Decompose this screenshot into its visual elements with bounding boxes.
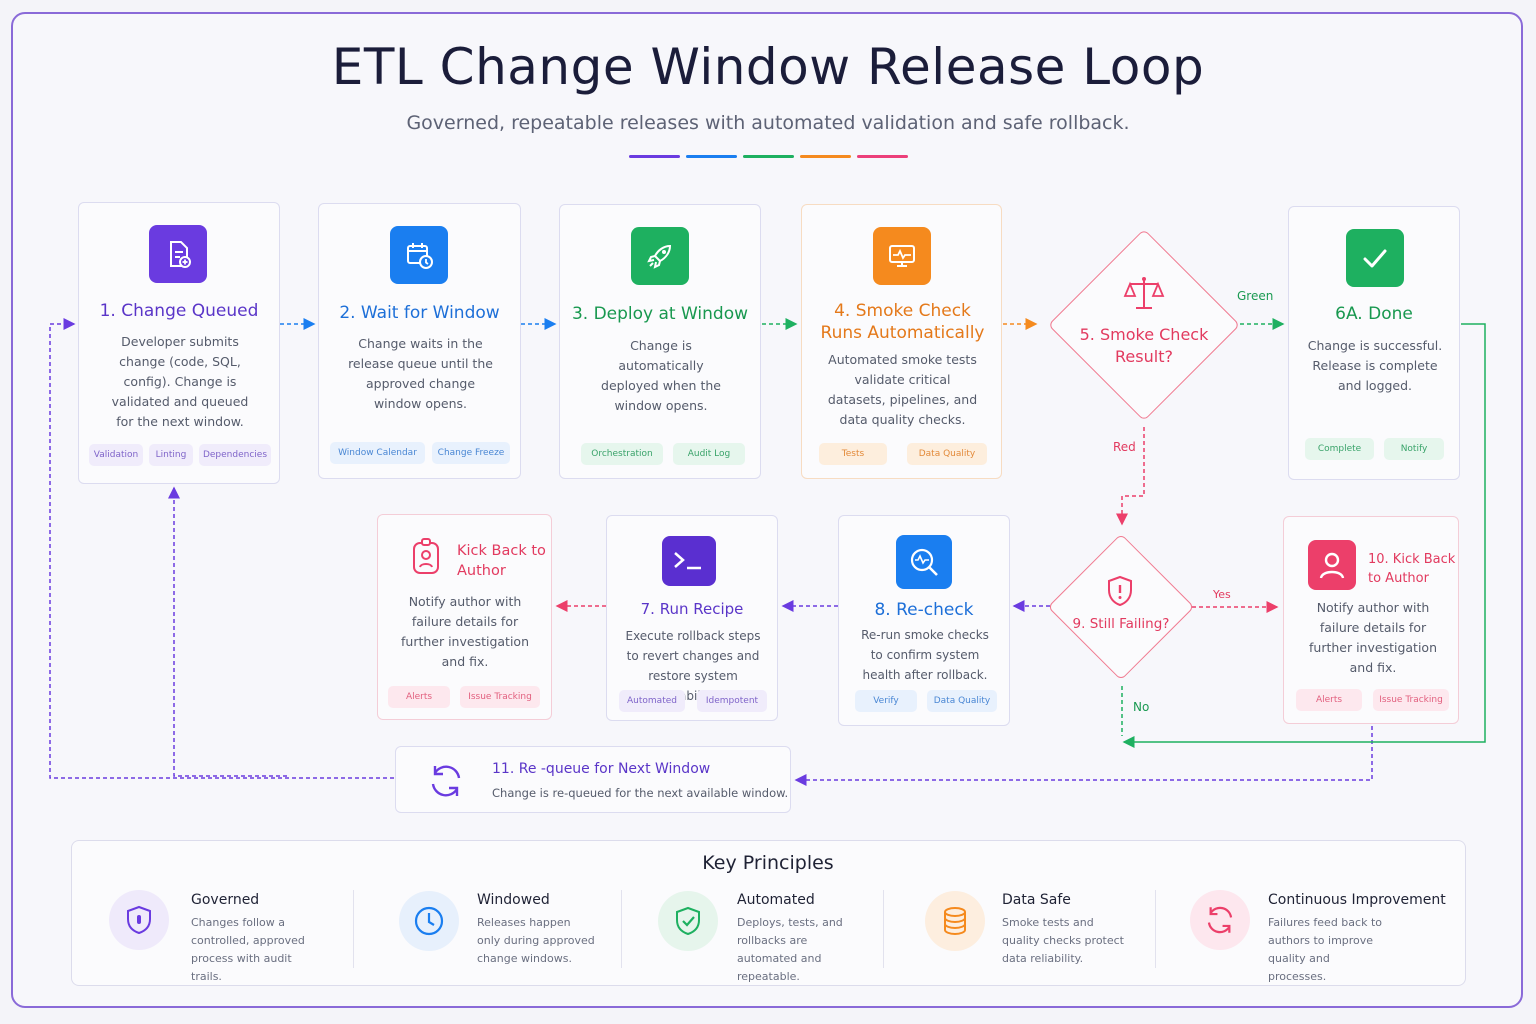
step-change-queued[interactable]: 1. Change Queued Developer submits chang… — [78, 202, 280, 484]
principle-title: Windowed — [477, 892, 550, 908]
tag-alerts: Alerts — [1296, 689, 1362, 711]
step-description: Automated smoke tests validate critical … — [827, 352, 978, 427]
calendar-clock-icon — [390, 226, 448, 284]
step-title: 4. Smoke Check Runs Automatically — [820, 301, 985, 343]
tag-orchestration: Orchestration — [581, 443, 663, 465]
tag-window-calendar: Window Calendar — [330, 442, 425, 464]
step-title: 8. Re-check — [874, 600, 974, 620]
tag-validation: Validation — [89, 444, 143, 466]
step-title: 3. Deploy at Window — [571, 304, 749, 324]
accent-bar-purple — [629, 155, 680, 158]
rocket-icon — [631, 227, 689, 285]
divider — [883, 890, 884, 968]
decision-title: 9. Still Failing? — [1072, 616, 1170, 632]
principle-title: Governed — [191, 892, 260, 908]
principle-description: Smoke tests and quality checks protect d… — [1002, 916, 1124, 965]
tag-change-freeze: Change Freeze — [432, 442, 510, 464]
divider — [1155, 890, 1156, 968]
edge-label-green: Green — [1237, 289, 1274, 303]
step-wait-for-window[interactable]: 2. Wait for Window Change waits in the r… — [318, 203, 521, 479]
accent-bar-orange — [800, 155, 851, 158]
step-run-recipe[interactable]: 7. Run Recipe Execute rollback steps to … — [606, 515, 778, 721]
user-badge-icon — [410, 537, 442, 577]
shield-check-icon — [658, 891, 718, 951]
tag-issue-tracking: Issue Tracking — [460, 686, 540, 708]
check-icon — [1346, 229, 1404, 287]
tag-idempotent: Idempotent — [697, 690, 767, 712]
tag-linting: Linting — [149, 444, 193, 466]
decision-title: 5. Smoke Check Result? — [1079, 325, 1209, 366]
step-done[interactable]: 6A. Done Change is successful. Release i… — [1288, 206, 1460, 480]
scales-icon — [1122, 274, 1166, 314]
step-description: Change is re-queued for the next availab… — [492, 786, 789, 800]
edge-label-no: No — [1133, 700, 1150, 714]
file-add-icon — [149, 225, 207, 283]
search-pulse-icon — [896, 535, 952, 589]
step-re-check[interactable]: 8. Re-check Re-run smoke checks to confi… — [838, 515, 1010, 726]
cycle-icon — [1190, 890, 1250, 950]
step-description: Notify author with failure details for f… — [1309, 600, 1437, 675]
page-subtitle: Governed, repeatable releases with autom… — [406, 112, 1130, 134]
monitor-pulse-icon — [873, 227, 931, 285]
step-description: Developer submits change (code, SQL, con… — [111, 334, 249, 429]
accent-bar-green — [743, 155, 794, 158]
tag-dependencies: Dependencies — [199, 444, 271, 466]
step-description: Notify author with failure details for f… — [401, 594, 529, 669]
page-title: ETL Change Window Release Loop — [331, 38, 1205, 96]
principle-title: Data Safe — [1002, 892, 1071, 908]
step-title: Kick Back to Author — [457, 543, 546, 579]
step-title: 10. Kick Back to Author — [1368, 552, 1456, 586]
shield-icon — [109, 890, 169, 950]
edge-label-red: Red — [1113, 440, 1136, 454]
accent-bar-pink — [857, 155, 908, 158]
tag-data-quality: Data Quality — [927, 690, 997, 712]
step-requeue[interactable]: 11. Re -queue for Next Window Change is … — [395, 746, 791, 813]
step-description: Re-run smoke checks to confirm system he… — [861, 628, 989, 682]
tag-complete: Complete — [1305, 438, 1374, 460]
step-title: 2. Wait for Window — [339, 303, 500, 323]
tag-audit-log: Audit Log — [673, 443, 745, 465]
principle-description: Deploys, tests, and rollbacks are automa… — [737, 916, 843, 983]
principle-description: Releases happen only during approved cha… — [477, 916, 595, 965]
step-kick-back-author-left[interactable]: Kick Back to Author Notify author with f… — [377, 514, 552, 720]
tag-verify: Verify — [855, 690, 917, 712]
step-smoke-check-runs[interactable]: 4. Smoke Check Runs Automatically Automa… — [801, 204, 1002, 479]
principle-description: Changes follow a controlled, approved pr… — [191, 916, 305, 983]
database-icon — [925, 891, 985, 951]
edge-label-yes: Yes — [1213, 588, 1231, 601]
step-title: 7. Run Recipe — [640, 600, 744, 618]
refresh-icon — [426, 761, 466, 801]
tag-alerts: Alerts — [388, 686, 450, 708]
tag-tests: Tests — [819, 443, 887, 465]
divider — [621, 890, 622, 968]
tag-issue-tracking: Issue Tracking — [1373, 689, 1449, 711]
principles-heading: Key Principles — [702, 852, 834, 874]
accent-bar-blue — [686, 155, 737, 158]
user-icon — [1308, 540, 1356, 590]
principle-description: Failures feed back to authors to improve… — [1268, 916, 1382, 983]
clock-icon — [399, 891, 459, 951]
step-description: Change is automatically deployed when th… — [601, 338, 721, 413]
tag-data-quality: Data Quality — [907, 443, 987, 465]
step-title: 6A. Done — [1335, 304, 1413, 324]
step-title: 11. Re -queue for Next Window — [492, 761, 711, 777]
alert-shield-icon — [1105, 575, 1135, 607]
tag-automated: Automated — [619, 690, 685, 712]
principle-title: Continuous Improvement — [1268, 892, 1446, 908]
step-description: Change waits in the release queue until … — [348, 336, 493, 411]
step-deploy-at-window[interactable]: 3. Deploy at Window Change is automatica… — [559, 204, 761, 479]
step-kick-back-author[interactable]: 10. Kick Back to Author Notify author wi… — [1283, 516, 1459, 724]
terminal-icon — [662, 536, 716, 586]
step-title: 1. Change Queued — [99, 301, 259, 321]
divider — [353, 890, 354, 968]
step-description: Change is successful. Release is complet… — [1307, 338, 1443, 393]
tag-notify: Notify — [1384, 438, 1444, 460]
principle-title: Automated — [737, 892, 815, 908]
